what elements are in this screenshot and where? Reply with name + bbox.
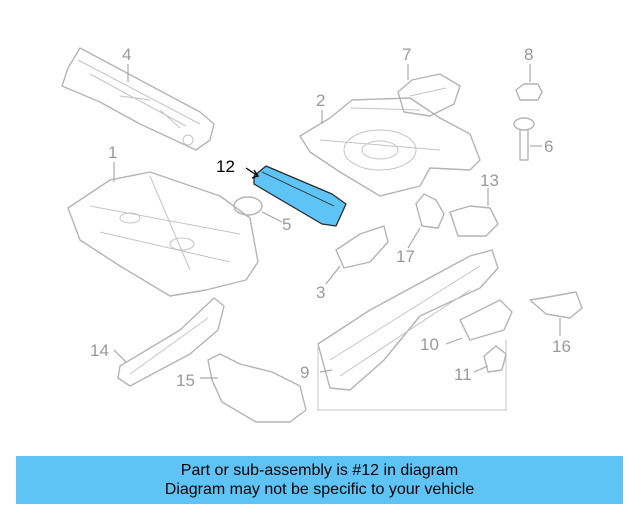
part-10-bracket [459,299,513,341]
callout-10: 10 [420,335,439,354]
callout-12: 12 [216,157,235,176]
part-1-floor-panel [67,171,259,297]
part-7-bracket [397,73,461,117]
callout-9: 9 [300,363,309,382]
part-2-rear-floor [299,97,481,197]
caption-line-1: Part or sub-assembly is #12 in diagram [180,462,459,479]
part-5-grommet [233,196,263,216]
part-3-bracket [335,225,389,269]
callout-11: 11 [454,365,472,384]
part-9-side-member [317,249,507,411]
callout-numbers: 4 2 7 8 6 1 5 3 17 13 9 10 11 16 14 15 1… [90,45,571,390]
part-13-bracket [449,205,499,237]
part-15-shield [207,353,307,423]
callout-4: 4 [122,45,131,64]
parts-diagram: 4 2 7 8 6 1 5 3 17 13 9 10 11 16 14 15 1… [61,45,583,423]
part-8-cap [515,83,543,101]
caption-banner: Part or sub-assembly is #12 in diagram D… [16,456,623,504]
part-6-bolt [513,117,535,161]
callout-14: 14 [90,341,109,360]
callout-13: 13 [480,171,499,190]
part-4-rail [61,47,215,151]
callout-1: 1 [108,143,117,162]
part-16-bracket [529,291,583,319]
callout-15: 15 [176,371,195,390]
caption-line-2: Diagram may not be specific to your vehi… [164,481,475,498]
callout-3: 3 [316,283,325,302]
part-14-brace [117,297,225,387]
leader-lines [113,64,561,379]
part-17-bracket [415,193,445,229]
callout-8: 8 [524,45,533,64]
callout-17: 17 [396,247,415,266]
callout-16: 16 [552,337,571,356]
callout-7: 7 [402,45,411,64]
callout-6: 6 [544,137,553,156]
part-12-crossmember [253,165,347,227]
part-11-clip [483,345,507,373]
callout-5: 5 [282,215,291,234]
callout-2: 2 [316,91,325,110]
